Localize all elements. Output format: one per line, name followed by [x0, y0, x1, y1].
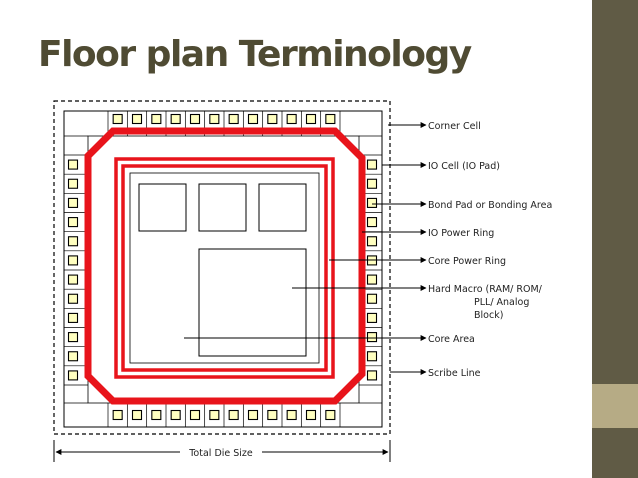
bond-pad — [366, 293, 378, 304]
bond-pad — [366, 370, 378, 381]
bond-pad — [325, 113, 336, 125]
bond-pad — [151, 409, 162, 421]
label-core-area: Core Area — [428, 334, 475, 345]
bond-pad — [228, 113, 239, 125]
label-hard-macro-line2: PLL/ Analog — [474, 297, 529, 308]
label-hard-macro-line1: Hard Macro (RAM/ ROM/ — [428, 284, 543, 295]
bond-pad — [151, 113, 162, 125]
label-core-power-ring: Core Power Ring — [428, 256, 506, 267]
bond-pad — [67, 332, 79, 343]
hard-macro-block — [198, 183, 247, 232]
bond-pad — [286, 409, 297, 421]
bond-pad — [305, 113, 317, 125]
bond-pad — [112, 409, 123, 421]
bond-pad — [247, 409, 259, 421]
bond-pad — [131, 409, 143, 421]
bond-pad — [67, 236, 79, 247]
bond-pad — [366, 312, 378, 323]
hard-macro-block — [138, 183, 187, 232]
bond-pad — [286, 113, 297, 125]
core-power-ring-inner — [121, 164, 328, 372]
bond-pad — [170, 409, 181, 421]
bond-pad — [170, 113, 181, 125]
bond-pad — [67, 217, 79, 228]
core-power-ring-outer — [114, 157, 335, 379]
bond-pad — [366, 197, 378, 208]
bond-pad — [67, 197, 79, 208]
bond-pad — [209, 113, 220, 125]
bond-pad — [267, 409, 278, 421]
bond-pads — [67, 113, 378, 421]
bond-pad — [305, 409, 317, 421]
bond-pad — [67, 178, 79, 189]
bond-pad — [189, 409, 201, 421]
bond-pad — [67, 370, 79, 381]
bond-pad — [325, 409, 336, 421]
scribe-line-boundary — [53, 100, 391, 435]
bond-pad — [366, 332, 378, 343]
label-bond-pad: Bond Pad or Bonding Area — [428, 200, 552, 211]
label-scribe-line: Scribe Line — [428, 368, 481, 379]
bond-pad — [366, 159, 378, 170]
io-power-ring — [84, 127, 366, 405]
bond-pad — [67, 274, 79, 285]
slide-sidebar-accent — [592, 384, 638, 428]
bond-pad — [209, 409, 220, 421]
bond-pad — [189, 113, 201, 125]
label-io-cell: IO Cell (IO Pad) — [428, 161, 500, 172]
bond-pad — [267, 113, 278, 125]
bond-pad — [366, 351, 378, 362]
bond-pad — [247, 113, 259, 125]
bond-pad — [228, 409, 239, 421]
label-corner-cell: Corner Cell — [428, 121, 481, 132]
bond-pad — [131, 113, 143, 125]
bond-pad — [112, 113, 123, 125]
floorplan-diagram: Corner Cell IO Cell (IO Pad) Bond Pad or… — [53, 100, 552, 462]
bond-pad — [67, 312, 79, 323]
bond-pad — [366, 274, 378, 285]
bond-pad — [67, 159, 79, 170]
bond-pad — [67, 351, 79, 362]
hard-macro-block — [258, 183, 307, 232]
label-hard-macro-line3: Block) — [474, 310, 503, 321]
slide-title: Floor plan Terminology — [38, 34, 472, 75]
bond-pad — [67, 293, 79, 304]
bond-pad — [366, 178, 378, 189]
label-io-power-ring: IO Power Ring — [428, 228, 494, 239]
label-total-die-size: Total Die Size — [188, 448, 253, 459]
bond-pad — [67, 255, 79, 266]
bond-pad — [366, 217, 378, 228]
bond-pad — [366, 236, 378, 247]
hard-macro-large — [198, 248, 307, 357]
